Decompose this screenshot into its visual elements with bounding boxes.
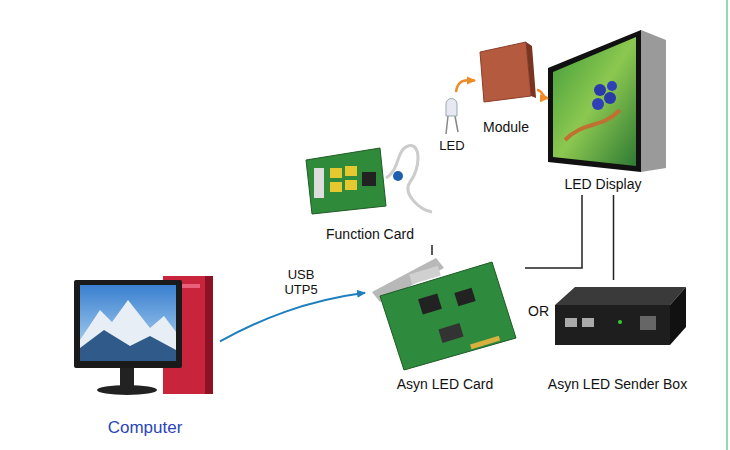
page-border — [726, 0, 728, 450]
module-picture — [480, 42, 536, 102]
connector — [613, 195, 615, 280]
component-caption: Asyn LED Card — [397, 376, 493, 393]
led-card-picture — [372, 258, 516, 370]
sender-box-node: Asyn LED Sender Box — [544, 280, 692, 395]
component-caption: Function Card — [326, 226, 414, 243]
component-caption: LED Display — [564, 176, 641, 193]
led-picture — [446, 99, 458, 134]
led-display-picture — [548, 30, 666, 172]
computer-node: Computer — [70, 270, 220, 440]
connector — [220, 293, 365, 342]
component-caption: Module — [483, 119, 529, 136]
function-card-picture — [306, 146, 432, 214]
connector — [537, 90, 548, 98]
component-caption: Computer — [108, 418, 183, 438]
connector — [431, 245, 433, 255]
computer-picture — [74, 276, 213, 395]
component-caption: LED — [439, 138, 464, 154]
module-node: Module — [475, 42, 537, 138]
connection-label: USB UTP5 — [280, 266, 322, 298]
led-display-node: LED Display — [548, 28, 658, 195]
note-label: OR — [527, 303, 550, 320]
sender-box-picture — [555, 287, 686, 345]
led-card-node: Asyn LED Card — [365, 255, 525, 395]
connector — [456, 80, 475, 92]
led-node: LED — [432, 92, 472, 156]
function-card-node: Function Card — [300, 140, 440, 245]
component-caption: Asyn LED Sender Box — [548, 376, 687, 393]
connector — [525, 195, 582, 268]
